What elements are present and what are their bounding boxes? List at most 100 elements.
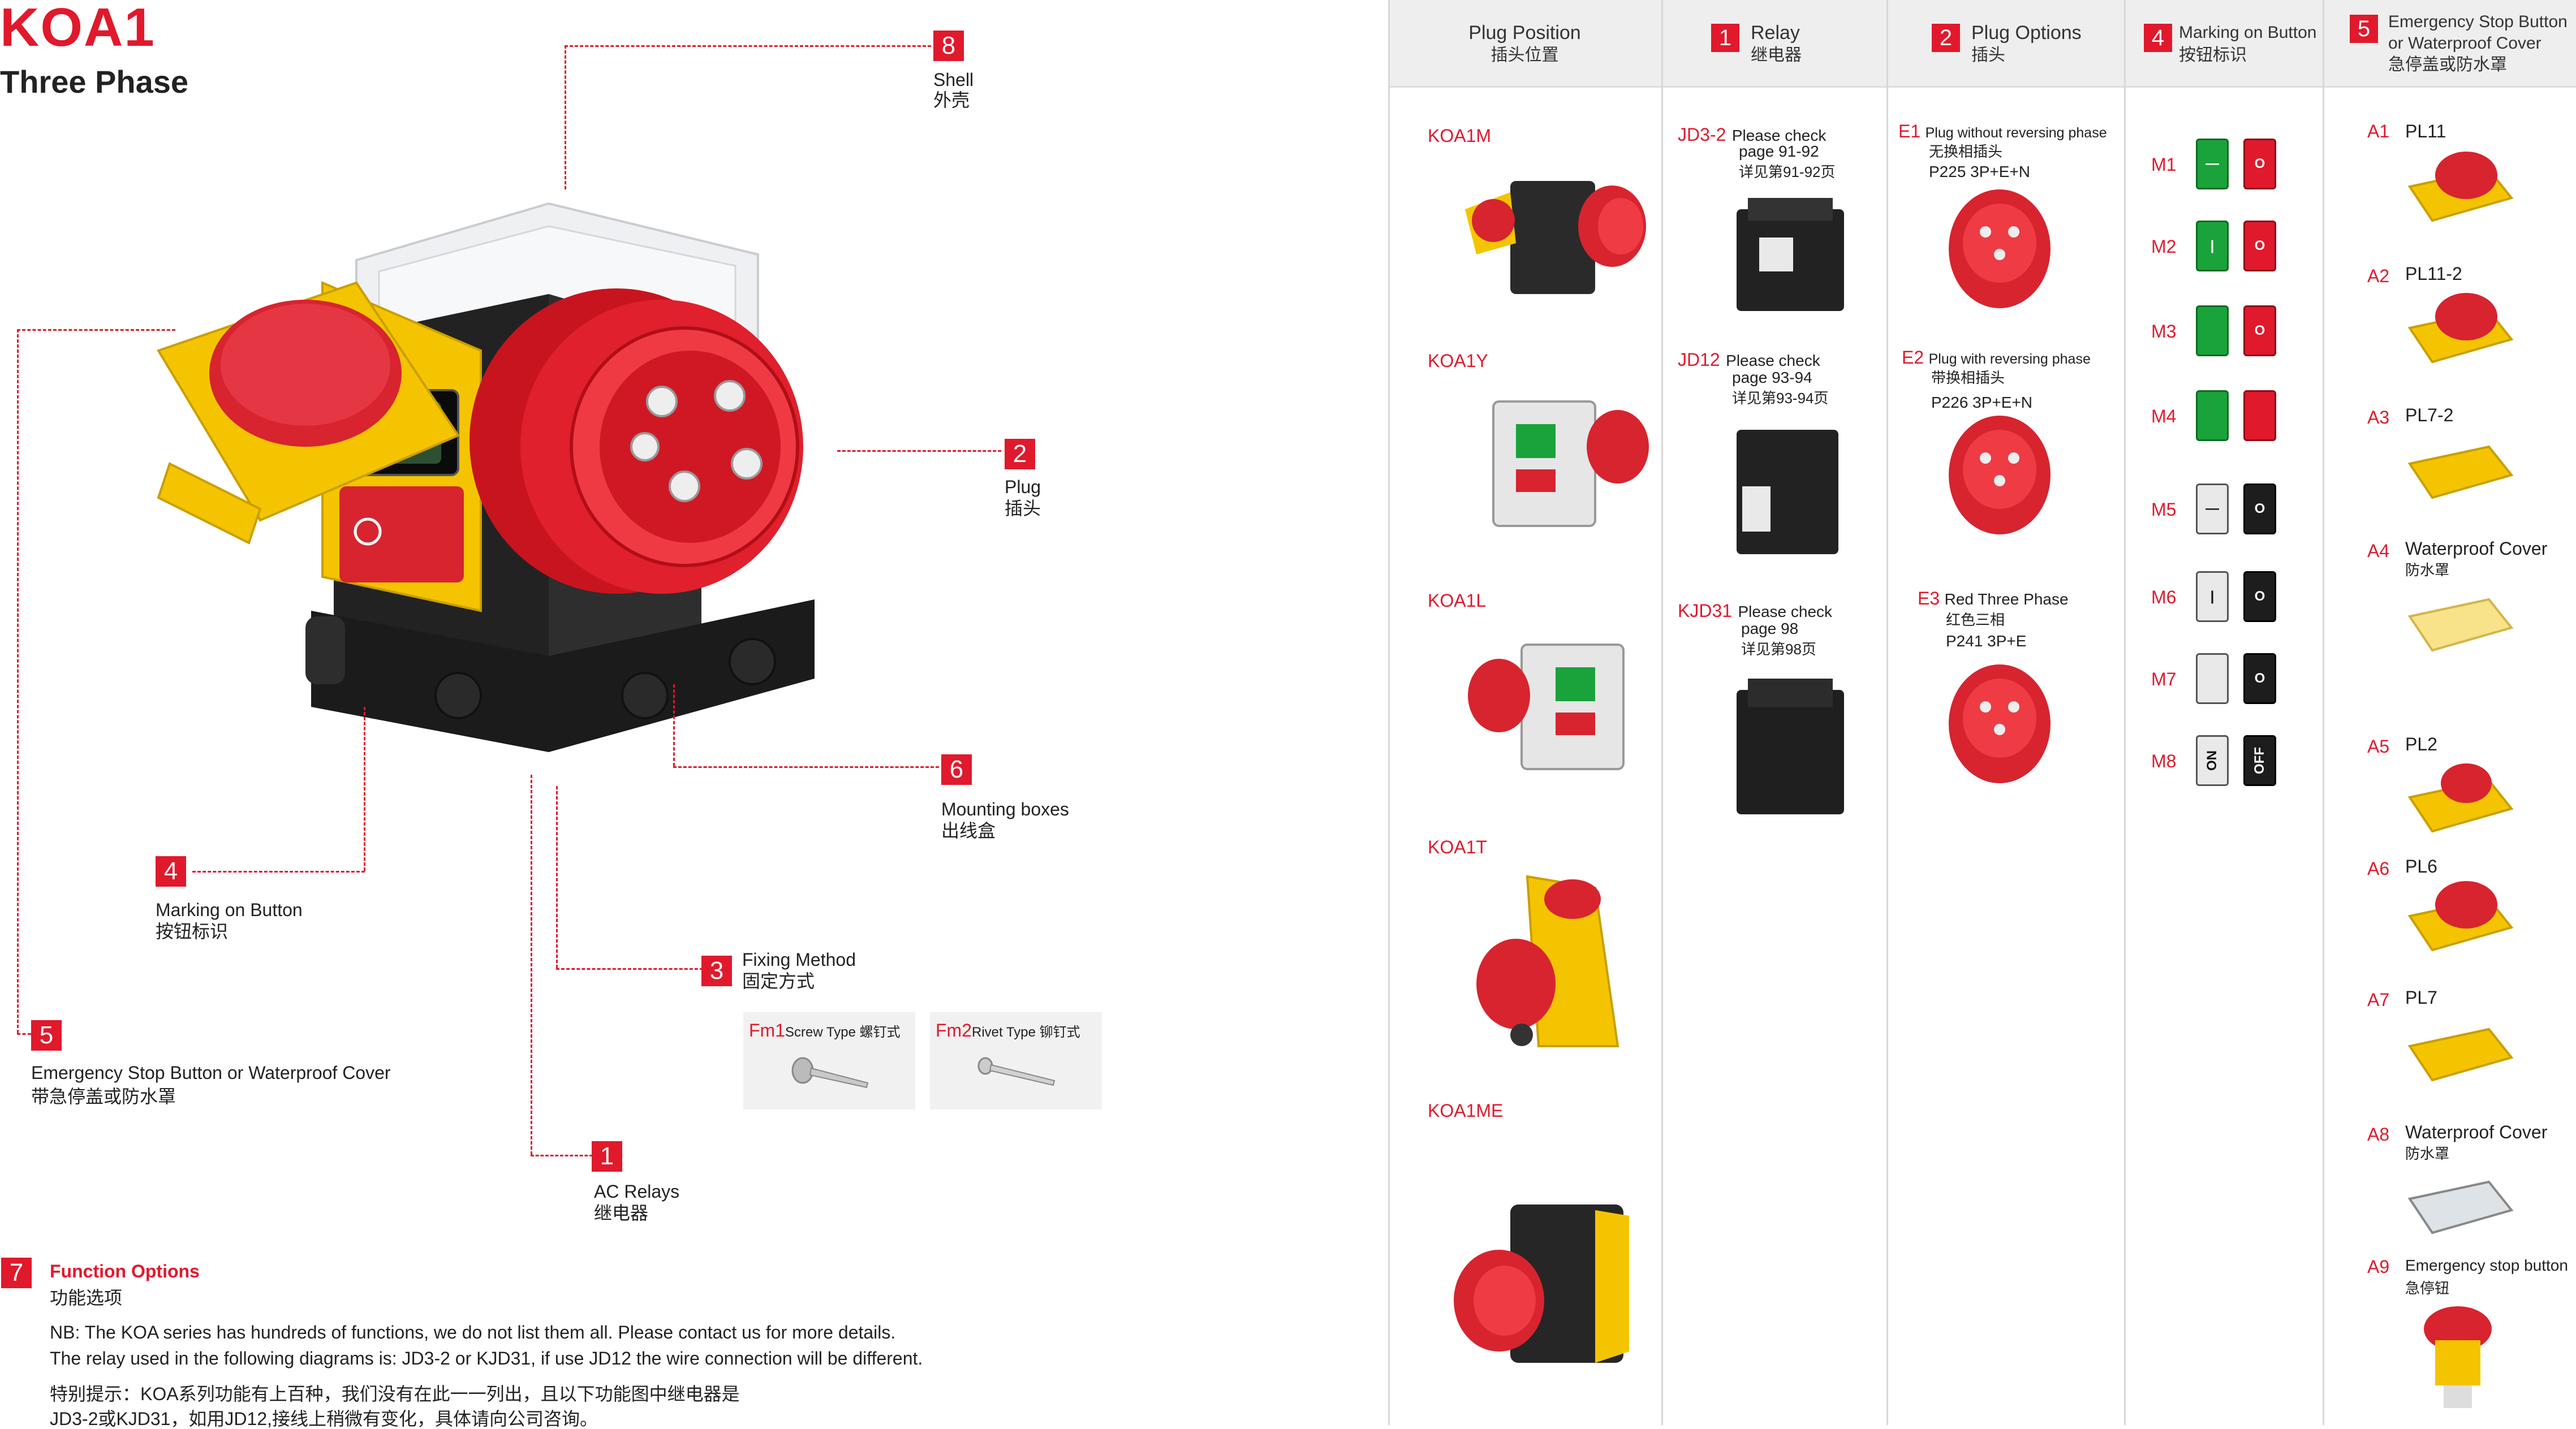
- fixing-fm2-text: Rivet Type 铆钉式: [972, 1025, 1080, 1040]
- page-subtitle: Three Phase: [0, 64, 189, 100]
- cover-a9-label: Emergency stop button: [2405, 1257, 2568, 1274]
- cover-a6-image: [2407, 881, 2514, 952]
- callout-4-label-en: Marking on Button: [156, 900, 303, 920]
- header-marking-badge: 4: [2144, 24, 2172, 52]
- marking-m7-code: M7: [2151, 669, 2177, 689]
- cover-a2-image: [2407, 293, 2514, 364]
- marking-m1-off-button: O: [2243, 139, 2276, 189]
- cover-a6-label: PL6: [2405, 856, 2437, 877]
- cover-a1-label: PL11: [2405, 121, 2446, 141]
- function-title-cn: 功能选项: [50, 1288, 123, 1308]
- callout-8-label-cn: 外壳: [933, 90, 970, 110]
- function-badge: 7: [1, 1258, 32, 1288]
- cover-a3-label: PL7-2: [2405, 405, 2454, 425]
- marking-m8-code: M8: [2151, 751, 2177, 771]
- plug-e3-cn: 红色三相: [1946, 611, 2005, 628]
- plug-e3: E3 Red Three Phase: [1918, 588, 2069, 608]
- cover-a7-label: PL7: [2405, 987, 2437, 1008]
- marking-m2-on-button: |: [2196, 221, 2229, 271]
- header-plug-options-badge: 2: [1932, 24, 1960, 52]
- cover-a4-code: A4: [2367, 541, 2390, 561]
- function-note-2: The relay used in the following diagrams…: [50, 1348, 923, 1368]
- marking-m6-on-button: |: [2196, 571, 2229, 622]
- plug-e3-spec: P241 3P+E: [1946, 632, 2027, 650]
- relay-kjd31: KJD31 Please check: [1678, 601, 1833, 621]
- fixing-fm1-code: Fm1: [749, 1020, 785, 1041]
- relay-jd3-2-image: [1737, 198, 1844, 311]
- marking-m3-code: M3: [2151, 321, 2177, 342]
- cover-a3-image: [2407, 445, 2514, 499]
- fixing-card-fm2: Fm2Rivet Type 铆钉式: [930, 1012, 1102, 1109]
- header-relay-badge: 1: [1711, 24, 1739, 52]
- plug-e1: E1 Plug without reversing phase: [1898, 121, 2107, 141]
- cover-a9-image: [2424, 1306, 2492, 1408]
- cover-a8-label: Waterproof Cover: [2405, 1122, 2548, 1142]
- marking-m6-off-button: O: [2243, 571, 2276, 622]
- fixing-fm2-code: Fm2: [936, 1020, 972, 1041]
- cover-a4-image: [2407, 598, 2514, 652]
- cover-a5-image: [2407, 763, 2514, 833]
- screw-icon: [791, 1057, 869, 1089]
- marking-m5-on-button: —: [2196, 483, 2229, 534]
- cover-a4-cn: 防水罩: [2405, 562, 2450, 578]
- callout-2-label-en: Plug: [1005, 477, 1041, 497]
- marking-m4-code: M4: [2151, 406, 2177, 426]
- position-koa1me: KOA1ME: [1428, 1100, 1504, 1121]
- callout-3-badge: 3: [701, 956, 732, 986]
- plug-e2: E2 Plug with reversing phase: [1902, 347, 2091, 368]
- fixing-card-fm1: Fm1Screw Type 螺钉式: [743, 1012, 915, 1109]
- koa1me-image: [1454, 1204, 1629, 1363]
- cover-a5-code: A5: [2367, 736, 2390, 757]
- marking-m3-on-button: [2196, 305, 2229, 356]
- function-title: Function Options: [50, 1261, 200, 1281]
- position-koa1y: KOA1Y: [1428, 351, 1488, 371]
- marking-m5-off-button: O: [2243, 483, 2276, 534]
- relay-jd3-2-cn: 详见第91-92页: [1739, 163, 1836, 180]
- plug-e2-cn: 带换相插头: [1931, 369, 2005, 386]
- koa1m-image: [1465, 181, 1646, 294]
- marking-m1-code: M1: [2151, 154, 2177, 175]
- cover-a6-code: A6: [2367, 858, 2390, 879]
- function-note-cn-2: JD3-2或KJD31，如用JD12,接线上稍微有变化，具体请向公司咨询。: [50, 1409, 598, 1429]
- koa1t-image: [1476, 875, 1619, 1047]
- marking-m4-on-button: [2196, 390, 2229, 441]
- cover-a5-label: PL2: [2405, 734, 2437, 754]
- function-note-1: NB: The KOA series has hundreds of funct…: [50, 1322, 896, 1342]
- koa1-product-image: [157, 202, 815, 752]
- cover-a8-cn: 防水罩: [2405, 1145, 2450, 1162]
- cover-a7-code: A7: [2367, 990, 2390, 1010]
- relay-jd12-image: [1737, 430, 1838, 554]
- callout-2-label-cn: 插头: [1005, 498, 1041, 519]
- plug-e1-image: [1949, 189, 2051, 308]
- callout-4-label-cn: 按钮标识: [156, 921, 229, 942]
- callout-3-label-en: Fixing Method: [742, 949, 856, 970]
- marking-m8-off-button: OFF: [2243, 735, 2276, 786]
- marking-m7-off-button: O: [2243, 653, 2276, 704]
- cover-a3-code: A3: [2367, 407, 2390, 428]
- relay-jd12-cn: 详见第93-94页: [1732, 390, 1829, 407]
- cover-a4-label: Waterproof Cover: [2405, 538, 2548, 559]
- callout-1-label-en: AC Relays: [594, 1181, 680, 1202]
- cover-a2-label: PL11-2: [2405, 264, 2462, 284]
- relay-kjd31-page: page 98: [1741, 620, 1799, 637]
- callout-5-badge: 5: [31, 1020, 62, 1051]
- marking-m2-code: M2: [2151, 236, 2177, 257]
- plug-e2-image: [1949, 416, 2051, 534]
- cover-a2-code: A2: [2367, 266, 2390, 286]
- marking-m2-off-button: O: [2243, 221, 2276, 271]
- callout-6-label-en: Mounting boxes: [941, 799, 1069, 819]
- position-koa1m: KOA1M: [1428, 126, 1492, 146]
- marking-m1-on-button: —: [2196, 139, 2229, 189]
- cover-a9-code: A9: [2367, 1257, 2390, 1277]
- koa1l-image: [1468, 644, 1625, 770]
- relay-jd12-page: page 93-94: [1732, 369, 1812, 386]
- callout-8-badge: 8: [933, 31, 964, 61]
- callout-5-label-cn: 带急停盖或防水罩: [31, 1086, 176, 1107]
- relay-kjd31-image: [1737, 679, 1844, 814]
- callout-3-label-cn: 固定方式: [742, 971, 815, 991]
- fixing-fm1-text: Screw Type 螺钉式: [785, 1025, 901, 1040]
- cover-a1-image: [2407, 152, 2514, 222]
